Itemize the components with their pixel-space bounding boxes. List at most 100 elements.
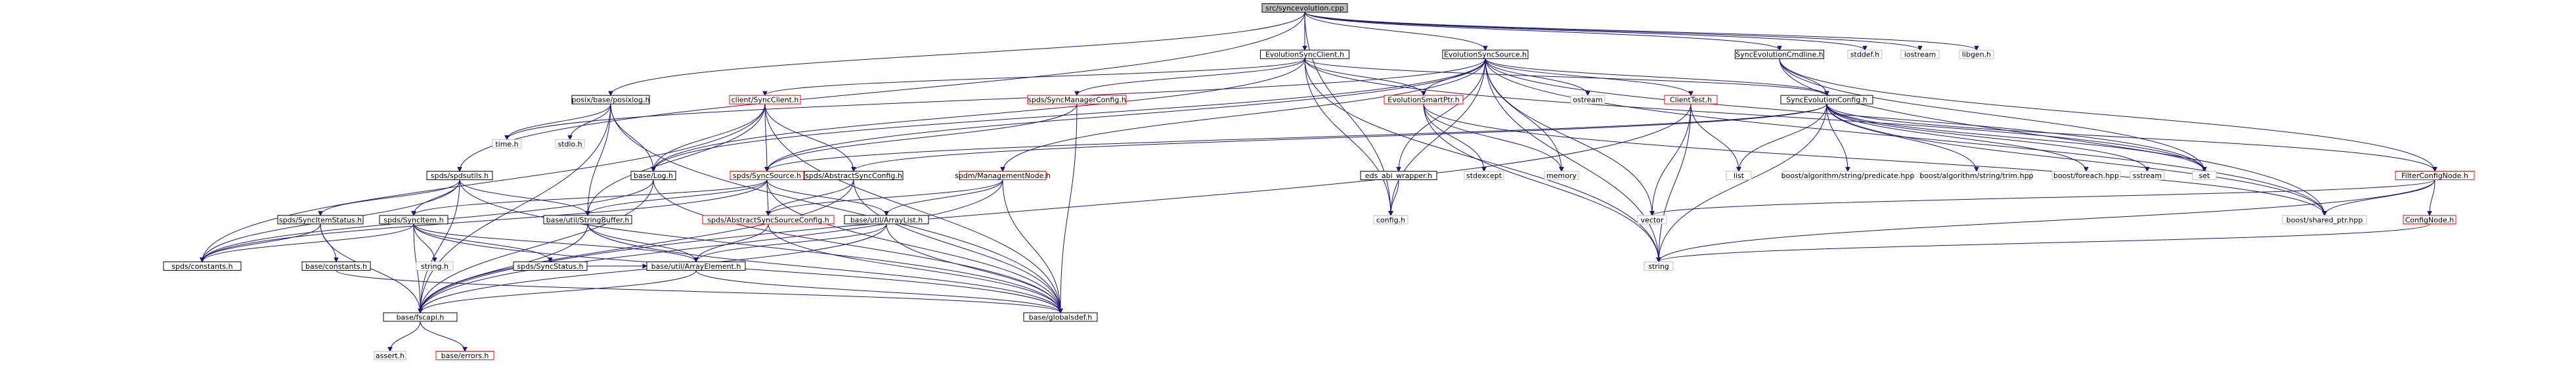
node-evolutionsyncsource-h[interactable]: EvolutionSyncSource.h [1442, 49, 1529, 59]
node-set[interactable]: set [2192, 171, 2217, 181]
node-label: string [1648, 262, 1669, 271]
dependency-edge [200, 223, 321, 263]
node-spds-syncsource-h[interactable]: spds/SyncSource.h [730, 171, 804, 181]
node-clienttest-h[interactable]: ClientTest.h [1664, 95, 1718, 104]
node-boost-foreach-hpp[interactable]: boost/foreach.hpp [2051, 171, 2121, 181]
node-label: EvolutionSyncClient.h [1265, 51, 1344, 59]
node-spdm-managementnode-h[interactable]: spdm/ManagementNode.h [955, 171, 1051, 181]
node-label: string.h [421, 262, 448, 271]
dependency-edge [418, 104, 611, 314]
node-syncevolutionconfig-h[interactable]: SyncEvolutionConfig.h [1780, 95, 1873, 104]
node-base-log-h[interactable]: base/Log.h [630, 171, 676, 181]
dependency-edge [504, 104, 611, 141]
node-assert-h[interactable]: assert.h [374, 351, 406, 361]
node-label: stdexcept [1466, 172, 1502, 180]
node-label: SyncEvolutionCmdline.h [1736, 51, 1823, 59]
node-syncevolutioncmdline-h[interactable]: SyncEvolutionCmdline.h [1735, 49, 1824, 59]
dependency-edge [610, 104, 656, 172]
node-spds-syncmanagerconfig-h[interactable]: spds/SyncManagerConfig.h [1027, 95, 1127, 104]
node-label: spds/AbstractSyncSourceConfig.h [707, 216, 829, 224]
node-label: boost/shared_ptr.hpp [2286, 216, 2363, 224]
dependency-edge [1421, 58, 1486, 97]
dependency-edge [764, 104, 1078, 172]
node-iostream[interactable]: iostream [1900, 49, 1940, 59]
node-label: config.h [1376, 216, 1405, 224]
dependency-edge [420, 321, 468, 352]
node-confignode-h[interactable]: ConfigNode.h [2403, 215, 2456, 225]
node-spds-syncstatus-h[interactable]: spds/SyncStatus.h [513, 261, 588, 271]
node-boost-algorithm-string-predicate-hpp[interactable]: boost/algorithm/string/predicate.hpp [1781, 171, 1915, 181]
node-memory[interactable]: memory [1544, 171, 1579, 181]
dependency-edge [1690, 104, 1741, 172]
node-libgen-h[interactable]: libgen.h [1959, 49, 1994, 59]
dependency-edge [766, 179, 771, 216]
dependency-edge [585, 179, 768, 216]
node-eds-abi-wrapper-h[interactable]: eds_abi_wrapper.h [1360, 171, 1437, 181]
node-list[interactable]: list [1726, 171, 1752, 181]
dependency-edge [1826, 104, 1979, 172]
node-time-h[interactable]: time.h [492, 139, 522, 149]
node-base-constants-h[interactable]: base/constants.h [301, 261, 371, 271]
node-base-globalsdef-h[interactable]: base/globalsdef.h [1023, 312, 1098, 322]
dependency-edge [1304, 12, 1393, 216]
node-spds-syncitemstatus-h[interactable]: spds/SyncItemStatus.h [277, 215, 364, 225]
dependency-edge [1304, 12, 1867, 51]
node-base-errors-h[interactable]: base/errors.h [435, 351, 494, 361]
dependency-edge [766, 179, 854, 216]
node-string-h[interactable]: string.h [416, 261, 454, 271]
node-label: SyncEvolutionConfig.h [1786, 96, 1867, 104]
node-ostream[interactable]: ostream [1570, 95, 1605, 104]
dependency-edge [1304, 58, 1661, 263]
node-label: base/errors.h [441, 352, 489, 360]
node-base-fscapi-h[interactable]: base/fscapi.h [383, 312, 458, 322]
dependency-edge [1826, 104, 2207, 172]
node-boost-shared-ptr-hpp[interactable]: boost/shared_ptr.hpp [2282, 215, 2367, 225]
node-spds-spdsutils-h[interactable]: spds/spdsutils.h [426, 171, 493, 181]
node-label: boost/foreach.hpp [2053, 172, 2119, 180]
node-label: vector [1641, 216, 1664, 224]
node-spds-constants-h[interactable]: spds/constants.h [163, 261, 242, 271]
dependency-edge [1826, 104, 2327, 216]
node-posix-base-posixlog-h[interactable]: posix/base/posixlog.h [571, 95, 650, 104]
node-src-syncevolution-cpp: src/syncevolution.cpp [1261, 3, 1348, 12]
dependency-edge [1304, 12, 1979, 51]
node-boost-algorithm-string-trim-hpp[interactable]: boost/algorithm/string/trim.hpp [1919, 171, 2034, 181]
dependency-edge [1779, 58, 2437, 172]
dependency-edge [1485, 58, 1655, 216]
node-string[interactable]: string [1644, 261, 1674, 271]
node-base-util-arrayelement-h[interactable]: base/util/ArrayElement.h [646, 261, 746, 271]
node-label: base/fscapi.h [397, 313, 445, 321]
dependency-edge [318, 179, 460, 216]
dependency-edge [1074, 58, 1305, 97]
node-label: ClientTest.h [1670, 96, 1712, 104]
node-base-util-stringbuffer-h[interactable]: base/util/StringBuffer.h [543, 215, 632, 225]
node-config-h[interactable]: config.h [1373, 215, 1408, 225]
node-stdio-h[interactable]: stdio.h [555, 139, 585, 149]
node-label: base/util/StringBuffer.h [546, 216, 630, 224]
dependency-edge [1656, 104, 1692, 263]
dependency-edge [1423, 104, 1487, 172]
node-stdexcept[interactable]: stdexcept [1464, 171, 1504, 181]
node-evolutionsmartptr-h[interactable]: EvolutionSmartPtr.h [1384, 95, 1464, 104]
node-label: stdio.h [557, 140, 582, 149]
node-filterconfignode-h[interactable]: FilterConfigNode.h [2395, 171, 2475, 181]
node-vector[interactable]: vector [1637, 215, 1667, 225]
dependency-edge [1826, 104, 2437, 172]
dependency-edge [418, 179, 654, 314]
node-label: EvolutionSmartPtr.h [1387, 96, 1460, 104]
node-stddef-h[interactable]: stddef.h [1847, 49, 1883, 59]
dependency-edge [411, 179, 460, 216]
node-spds-abstractsyncconfig-h[interactable]: spds/AbstractSyncConfig.h [804, 171, 904, 181]
node-label: boost/algorithm/string/predicate.hpp [1781, 172, 1915, 180]
node-spds-abstractsyncsourceconfig-h[interactable]: spds/AbstractSyncSourceConfig.h [702, 215, 835, 225]
node-label: base/Log.h [634, 172, 673, 180]
dependency-edge [1649, 179, 2435, 216]
node-label: spds/SyncItemStatus.h [279, 216, 362, 224]
dependency-edge [1779, 58, 2327, 216]
node-base-util-arraylist-h[interactable]: base/util/ArrayList.h [844, 215, 929, 225]
node-client-syncclient-h[interactable]: client/SyncClient.h [729, 95, 801, 104]
node-spds-syncitem-h[interactable]: spds/SyncItem.h [379, 215, 448, 225]
node-sstream[interactable]: sstream [2129, 171, 2165, 181]
node-label: iostream [1904, 51, 1936, 59]
node-evolutionsyncclient-h[interactable]: EvolutionSyncClient.h [1260, 49, 1349, 59]
